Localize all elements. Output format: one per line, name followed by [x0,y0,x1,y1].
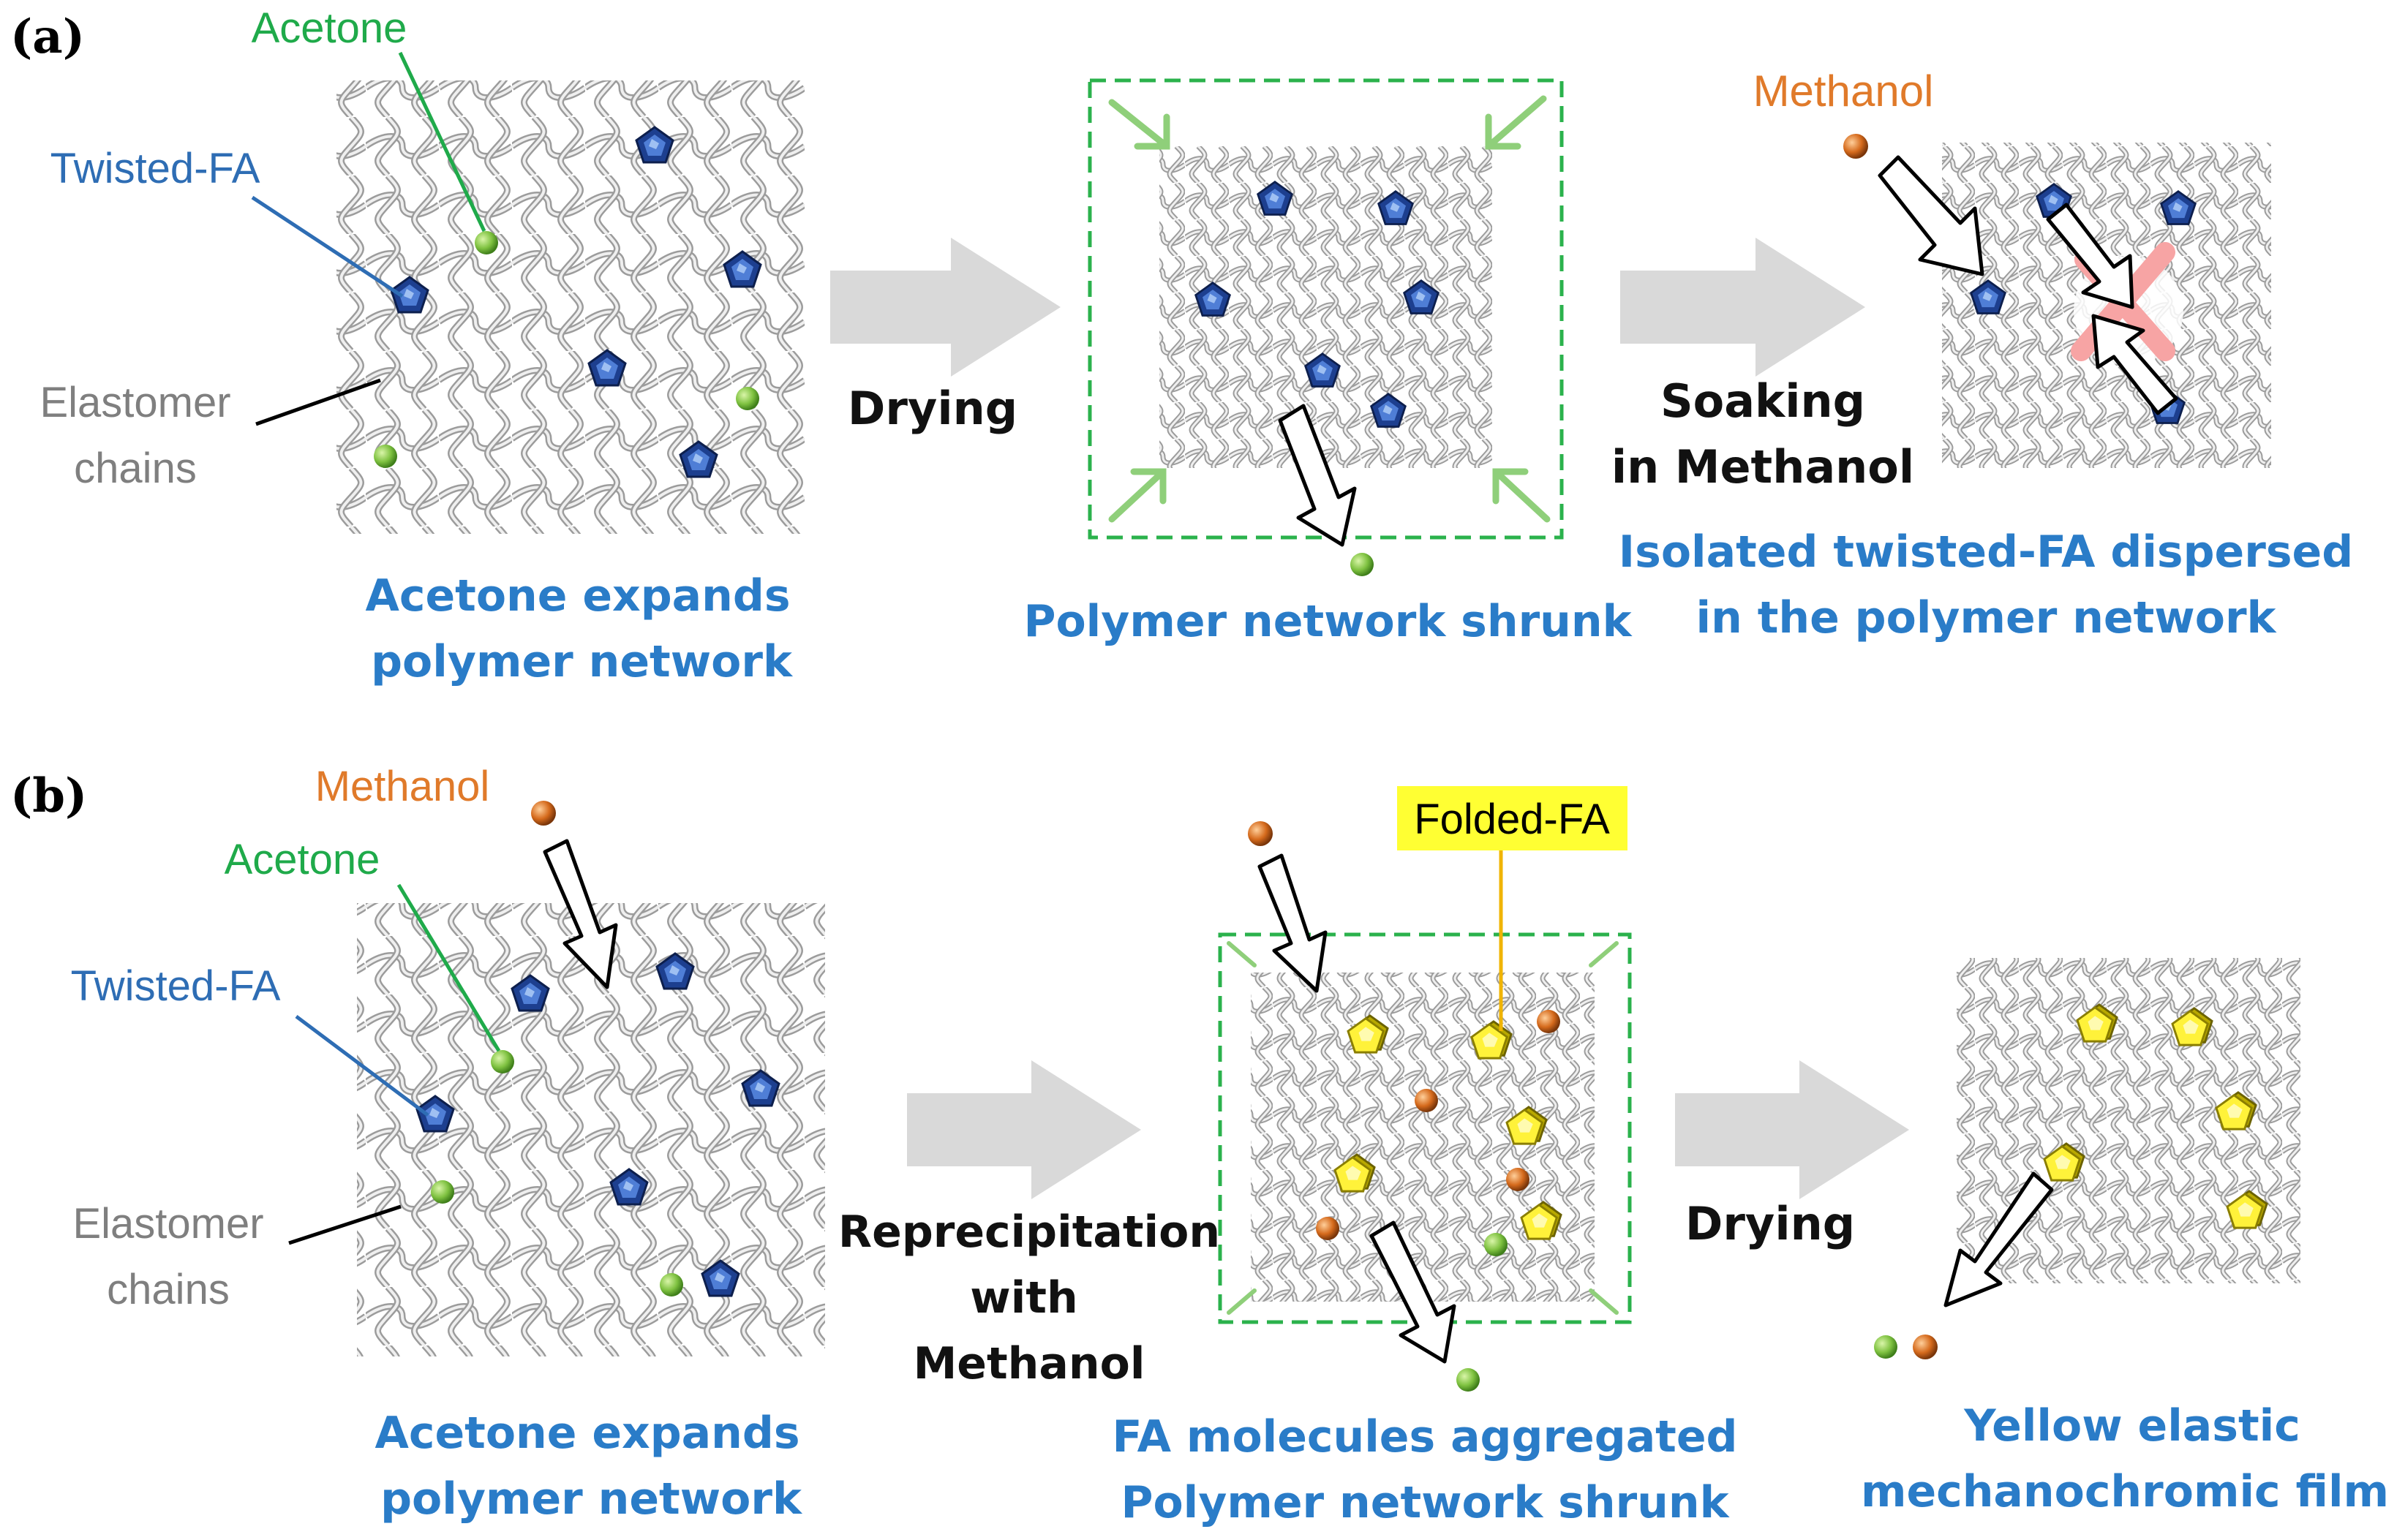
folded-fa-highlight [1397,786,1627,850]
panel-b-tag: (b) [10,769,87,823]
step-a2-label-line2: in Methanol [1611,440,1914,494]
caption-a3-line1: Isolated twisted-FA dispersed [1619,526,2353,578]
caption-a1-line1: Acetone expands [365,570,790,622]
shrink-arrows [1108,95,1551,523]
methanol-molecule [1537,1010,1560,1033]
twisted-fa-label: Twisted-FA [50,145,260,192]
acetone-label: Acetone [252,4,407,52]
inflow-arrow [1878,155,1984,276]
outflow-arrow [1943,1171,2054,1307]
elastomer-label-line1: Elastomer [72,1200,263,1248]
inflow-arrow [543,839,618,989]
panel-b: (b) Methanol Acetone Twisted-FA Elastome… [10,763,2386,1528]
acetone-molecule [1484,1233,1508,1256]
elastomer-label-line2: chains [74,445,197,492]
methanol-molecule [1248,821,1273,846]
elastomer-pointer [288,1204,402,1245]
caption-a1-line2: polymer network [371,636,794,687]
twisted-fa-pointer [295,1015,429,1117]
panel-a-tag: (a) [10,10,85,64]
step-a2-label-line1: Soaking [1660,374,1865,428]
methanol-molecule [531,801,556,826]
caption-a2: Polymer network shrunk [1023,596,1633,647]
process-arrow [907,1060,1141,1199]
blocked-inflow-arrow [2091,314,2178,415]
acetone-molecule [660,1273,683,1296]
acetone-molecule [1874,1335,1897,1359]
acetone-molecule [475,231,498,254]
outflow-arrow [1369,1220,1456,1364]
caption-b2-line2: Polymer network shrunk [1121,1477,1730,1528]
methanol-molecule [1506,1168,1529,1191]
methanol-molecule [1316,1217,1339,1240]
shrink-box [1088,78,1564,540]
step-b2-label: Drying [1685,1197,1855,1250]
caption-b3-line2: mechanochromic film [1861,1466,2386,1517]
caption-b1-line2: polymer network [380,1473,803,1525]
elastomer-label-line1: Elastomer [39,379,230,426]
shrink-arrows [1227,941,1619,1315]
elastomer-pointer [255,378,381,426]
folded-fa-label: Folded-FA [1414,796,1610,843]
step-b1-label-line1: Reprecipitation [838,1207,1220,1258]
blocked-inflow-arrow [2046,203,2134,309]
acetone-molecule [1456,1368,1480,1392]
methanol-molecule [1913,1335,1938,1359]
caption-a3-line2: in the polymer network [1696,592,2278,643]
process-arrow [830,238,1061,377]
caption-b1-line1: Acetone expands [375,1408,799,1459]
acetone-molecule [374,445,397,468]
acetone-molecule [431,1180,454,1204]
acetone-label: Acetone [225,836,380,883]
acetone-pointer [396,883,501,1052]
step-a1-label: Drying [848,382,1017,435]
inflow-arrow [1257,853,1328,993]
twisted-fa-pointer [251,195,404,298]
twisted-fa-label: Twisted-FA [71,962,281,1010]
methanol-label: Methanol [315,763,490,810]
methanol-molecule [1415,1089,1438,1112]
panel-a: (a) Acetone Twisted-FA Elastomer chains … [10,4,2353,687]
elastomer-label-line2: chains [107,1266,230,1313]
acetone-molecule [736,387,759,410]
caption-b3-line1: Yellow elastic [1963,1400,2300,1452]
outflow-arrow [1278,404,1357,547]
methanol-molecule [1843,134,1868,159]
methanol-label: Methanol [1753,67,1934,116]
caption-b2-line1: FA molecules aggregated [1113,1411,1738,1462]
process-arrow [1620,238,1865,377]
acetone-molecule [491,1050,514,1073]
acetone-molecule [1350,553,1374,576]
step-b1-label-line2: with [970,1272,1077,1324]
acetone-pointer [398,51,486,233]
step-b1-label-line3: Methanol [914,1338,1145,1389]
process-arrow [1675,1060,1909,1199]
